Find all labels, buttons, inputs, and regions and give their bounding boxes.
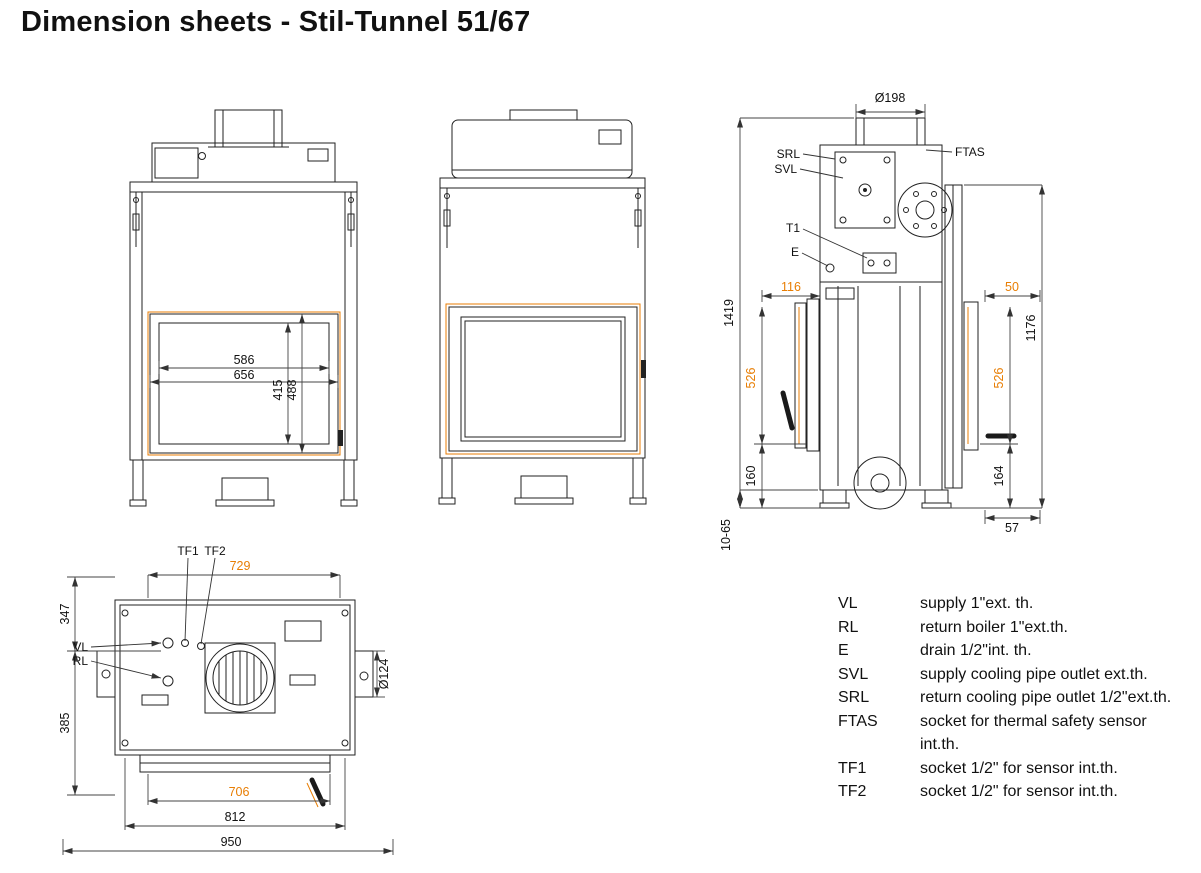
legend-key: RL [838, 618, 859, 636]
dim-foot-adjustment: 10-65 [719, 519, 733, 551]
label-svl: SVL [774, 162, 797, 176]
dim-sill-height-front: 160 [744, 466, 758, 487]
legend-desc: socket for thermal safety sensor int.th. [920, 712, 1147, 754]
dim-rear-depth: 57 [1005, 521, 1019, 535]
dim-depth-front: 385 [58, 713, 72, 734]
legend-desc: socket 1/2" for sensor int.th. [920, 759, 1118, 777]
dim-front-glass-height: 415 [271, 380, 285, 401]
dim-top-total-width: 950 [221, 835, 242, 849]
dim-rear-clearance: 50 [1005, 280, 1019, 294]
label-vl: VL [73, 640, 88, 654]
side-view-body [780, 117, 1017, 510]
legend-desc: supply 1"ext. th. [920, 595, 1034, 612]
dim-depth-rear: 347 [58, 604, 72, 625]
door-handle [641, 360, 646, 378]
legend-row-svl: SVL supply cooling pipe outlet ext.th. [838, 663, 1194, 687]
dim-front-glass-width: 586 [234, 353, 255, 367]
top-view-body [96, 599, 374, 808]
connection-legend: VL supply 1"ext. th. RL return boiler 1"… [838, 592, 1194, 804]
rear-view-body [438, 109, 647, 505]
dim-rear-height: 1176 [1024, 315, 1038, 342]
legend-key: FTAS [838, 712, 878, 730]
dim-total-height: 1419 [722, 299, 736, 327]
legend-desc: supply cooling pipe outlet ext.th. [920, 665, 1148, 683]
label-t1: T1 [786, 221, 800, 235]
legend-key: VL [838, 595, 858, 612]
side-view-drawing: SRL SVL FTAS T1 E Ø198 1419 116 50 1176 … [719, 91, 1045, 551]
legend-desc: drain 1/2"int. th. [920, 642, 1032, 659]
dim-front-clearance: 116 [781, 280, 801, 294]
dim-door-height-front: 526 [744, 368, 758, 389]
top-view-leader-lines [90, 557, 216, 679]
label-ftas: FTAS [955, 145, 985, 159]
legend-row-vl: VL supply 1"ext. th. [838, 592, 1194, 616]
legend-row-e: E drain 1/2"int. th. [838, 639, 1194, 663]
top-door-handle [309, 777, 326, 807]
legend-key: TF2 [838, 783, 867, 800]
front-view-dimension-lines [149, 314, 339, 453]
dim-flue-diameter: Ø198 [875, 91, 906, 105]
top-view-drawing: TF1 TF2 VL RL 729 347 385 Ø124 706 812 9… [58, 544, 394, 855]
legend-key: SRL [838, 689, 870, 706]
side-view-leader-lines [799, 149, 953, 267]
legend-key: TF1 [838, 759, 867, 777]
legend-desc: return cooling pipe outlet 1/2"ext.th. [920, 689, 1172, 706]
legend-desc: socket 1/2" for sensor int.th. [920, 783, 1118, 800]
legend-desc: return boiler 1"ext.th. [920, 618, 1068, 636]
top-view-dimension-lines [62, 572, 394, 855]
side-view-dimension-lines [737, 104, 1045, 524]
label-e: E [791, 245, 799, 259]
rear-view-drawing [438, 109, 647, 505]
dim-top-frame-width: 812 [225, 810, 246, 824]
label-tf2: TF2 [204, 544, 226, 558]
label-tf1: TF1 [177, 544, 199, 558]
dim-fan-diameter: Ø124 [377, 659, 391, 690]
front-view-body [129, 109, 358, 507]
legend-row-tf2: TF2 socket 1/2" for sensor int.th. [838, 780, 1194, 804]
front-view-drawing: 586 656 415 488 [129, 109, 358, 507]
dim-front-frame-width: 656 [234, 368, 255, 382]
door-handle [338, 430, 343, 446]
dim-top-body-width: 729 [230, 559, 251, 573]
legend-key: E [838, 642, 849, 659]
label-rl: RL [73, 654, 89, 668]
legend-row-tf1: TF1 socket 1/2" for sensor int.th. [838, 757, 1194, 781]
legend-key: SVL [838, 665, 869, 683]
dim-door-height-rear: 526 [992, 368, 1006, 389]
label-srl: SRL [777, 147, 801, 161]
dim-front-frame-height: 488 [285, 380, 299, 401]
legend-row-srl: SRL return cooling pipe outlet 1/2"ext.t… [838, 686, 1194, 710]
dim-sill-height-rear: 164 [992, 466, 1006, 487]
front-door-handle [780, 390, 795, 431]
page-title: Dimension sheets - Stil-Tunnel 51/67 [21, 6, 531, 38]
dim-top-glass-width: 706 [229, 785, 250, 799]
legend-row-rl: RL return boiler 1"ext.th. [838, 616, 1194, 640]
legend-row-ftas: FTAS socket for thermal safety sensor in… [838, 710, 1194, 757]
